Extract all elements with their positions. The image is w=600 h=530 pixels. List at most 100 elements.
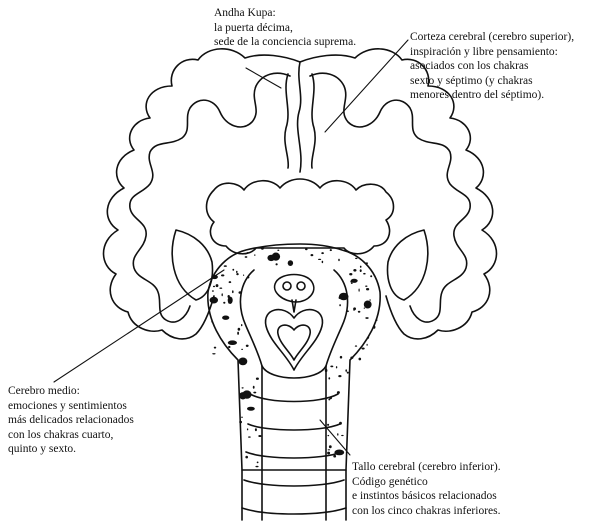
label-line: con los chakras cuarto, — [8, 428, 114, 441]
speckle-dot — [363, 272, 366, 275]
speckle-dot — [327, 423, 330, 426]
speckle-dot — [358, 357, 362, 361]
speckle-dot — [324, 368, 328, 373]
speckle-dot — [241, 324, 243, 327]
speckle-dot — [350, 280, 354, 283]
longitudinal-fissure — [296, 61, 302, 173]
speckle-dot — [232, 290, 234, 294]
speckle-dot — [366, 336, 370, 339]
speckle-dot — [338, 292, 349, 301]
speckle-dot — [327, 434, 330, 437]
label-line: menores dentro del séptimo). — [410, 89, 545, 101]
speckle-dot — [305, 248, 308, 251]
label-line: Código genético — [352, 475, 428, 488]
gyri-left — [129, 72, 291, 323]
speckle-dot — [334, 449, 345, 456]
speckle-dot — [228, 281, 232, 284]
speckle-dot — [365, 285, 368, 287]
label-line: inspiración y libre pensamiento: — [410, 45, 558, 58]
label-andha-kupa: Andha Kupa: la puerta décima, sede de la… — [214, 6, 356, 50]
speckle-dot — [353, 269, 357, 272]
speckle-pattern — [209, 246, 378, 468]
ventricle-heart — [264, 308, 324, 371]
speckle-dot — [213, 346, 217, 349]
label-line: e instintos básicos relacionados — [352, 490, 497, 502]
speckle-dot — [246, 252, 248, 254]
speckle-dot — [212, 285, 216, 288]
label-line: Corteza cerebral (cerebro superior), — [410, 31, 575, 43]
speckle-dot — [337, 433, 339, 436]
label-line: la puerta décima, — [214, 21, 293, 34]
speckle-dot — [212, 353, 216, 355]
speckle-dot — [330, 365, 334, 368]
speckle-dot — [366, 288, 370, 291]
speckle-dot — [359, 265, 362, 268]
midbrain-cap — [205, 178, 395, 255]
speckle-dot — [375, 319, 378, 321]
speckle-dot — [336, 391, 340, 394]
speckle-dot — [350, 356, 354, 359]
speckle-dot — [370, 275, 373, 278]
speckle-dot — [227, 340, 237, 346]
speckle-dot — [227, 295, 230, 298]
label-line: emociones y sentimientos — [8, 399, 127, 412]
speckle-dot — [221, 274, 225, 277]
gyri-right — [309, 72, 471, 323]
speckle-dot — [310, 254, 314, 257]
brainstem-hood — [207, 243, 381, 471]
speckle-dot — [373, 325, 376, 329]
speckle-dot — [219, 287, 223, 289]
speckle-dot — [365, 262, 368, 265]
speckle-dot — [238, 291, 242, 294]
tectum — [273, 273, 315, 303]
speckle-dot — [255, 465, 259, 468]
speckle-dot — [260, 246, 264, 250]
speckle-dot — [346, 371, 349, 374]
speckle-dot — [355, 257, 358, 260]
speckle-dot — [222, 315, 230, 320]
speckle-dot — [254, 428, 257, 432]
speckle-dot — [239, 420, 243, 424]
leader-tallo — [319, 419, 351, 456]
speckle-dot — [318, 258, 322, 260]
speckle-dot — [247, 406, 255, 411]
speckle-dot — [346, 310, 349, 313]
speckle-dot — [258, 435, 262, 437]
speckle-dot — [287, 260, 294, 266]
speckle-dot — [221, 293, 223, 297]
speckle-dot — [329, 396, 332, 400]
speckle-dot — [349, 273, 353, 276]
speckle-dot — [363, 300, 372, 309]
leader-andha — [245, 67, 282, 89]
speckle-dot — [245, 344, 249, 347]
speckle-dot — [363, 307, 366, 309]
speckle-dot — [321, 260, 324, 264]
speckle-dot — [211, 274, 218, 280]
speckle-dot — [361, 347, 365, 350]
speckle-dot — [241, 348, 244, 350]
speckle-dot — [333, 454, 337, 458]
speckle-dot — [327, 449, 331, 451]
speckle-dot — [335, 366, 338, 369]
speckle-dot — [252, 385, 255, 389]
label-line: Cerebro medio: — [8, 385, 80, 397]
speckle-dot — [247, 276, 250, 279]
speckle-dot — [277, 249, 280, 251]
speckle-dot — [211, 320, 213, 323]
speckle-dot — [359, 269, 362, 272]
speckle-dot — [232, 268, 235, 271]
speckle-dot — [327, 451, 331, 455]
speckle-dot — [228, 345, 231, 349]
speckle-dot — [236, 270, 238, 273]
speckle-dot — [341, 434, 344, 437]
speckle-dot — [256, 461, 259, 464]
speckle-dot — [248, 436, 251, 438]
speckle-dot — [345, 369, 348, 372]
label-cerebro-medio: Cerebro medio: emociones y sentimientos … — [8, 384, 134, 457]
speckle-dot — [338, 258, 340, 262]
speckle-dot — [267, 254, 276, 262]
speckle-dot — [329, 249, 332, 252]
speckle-dot — [243, 274, 245, 276]
speckle-dot — [236, 273, 239, 276]
